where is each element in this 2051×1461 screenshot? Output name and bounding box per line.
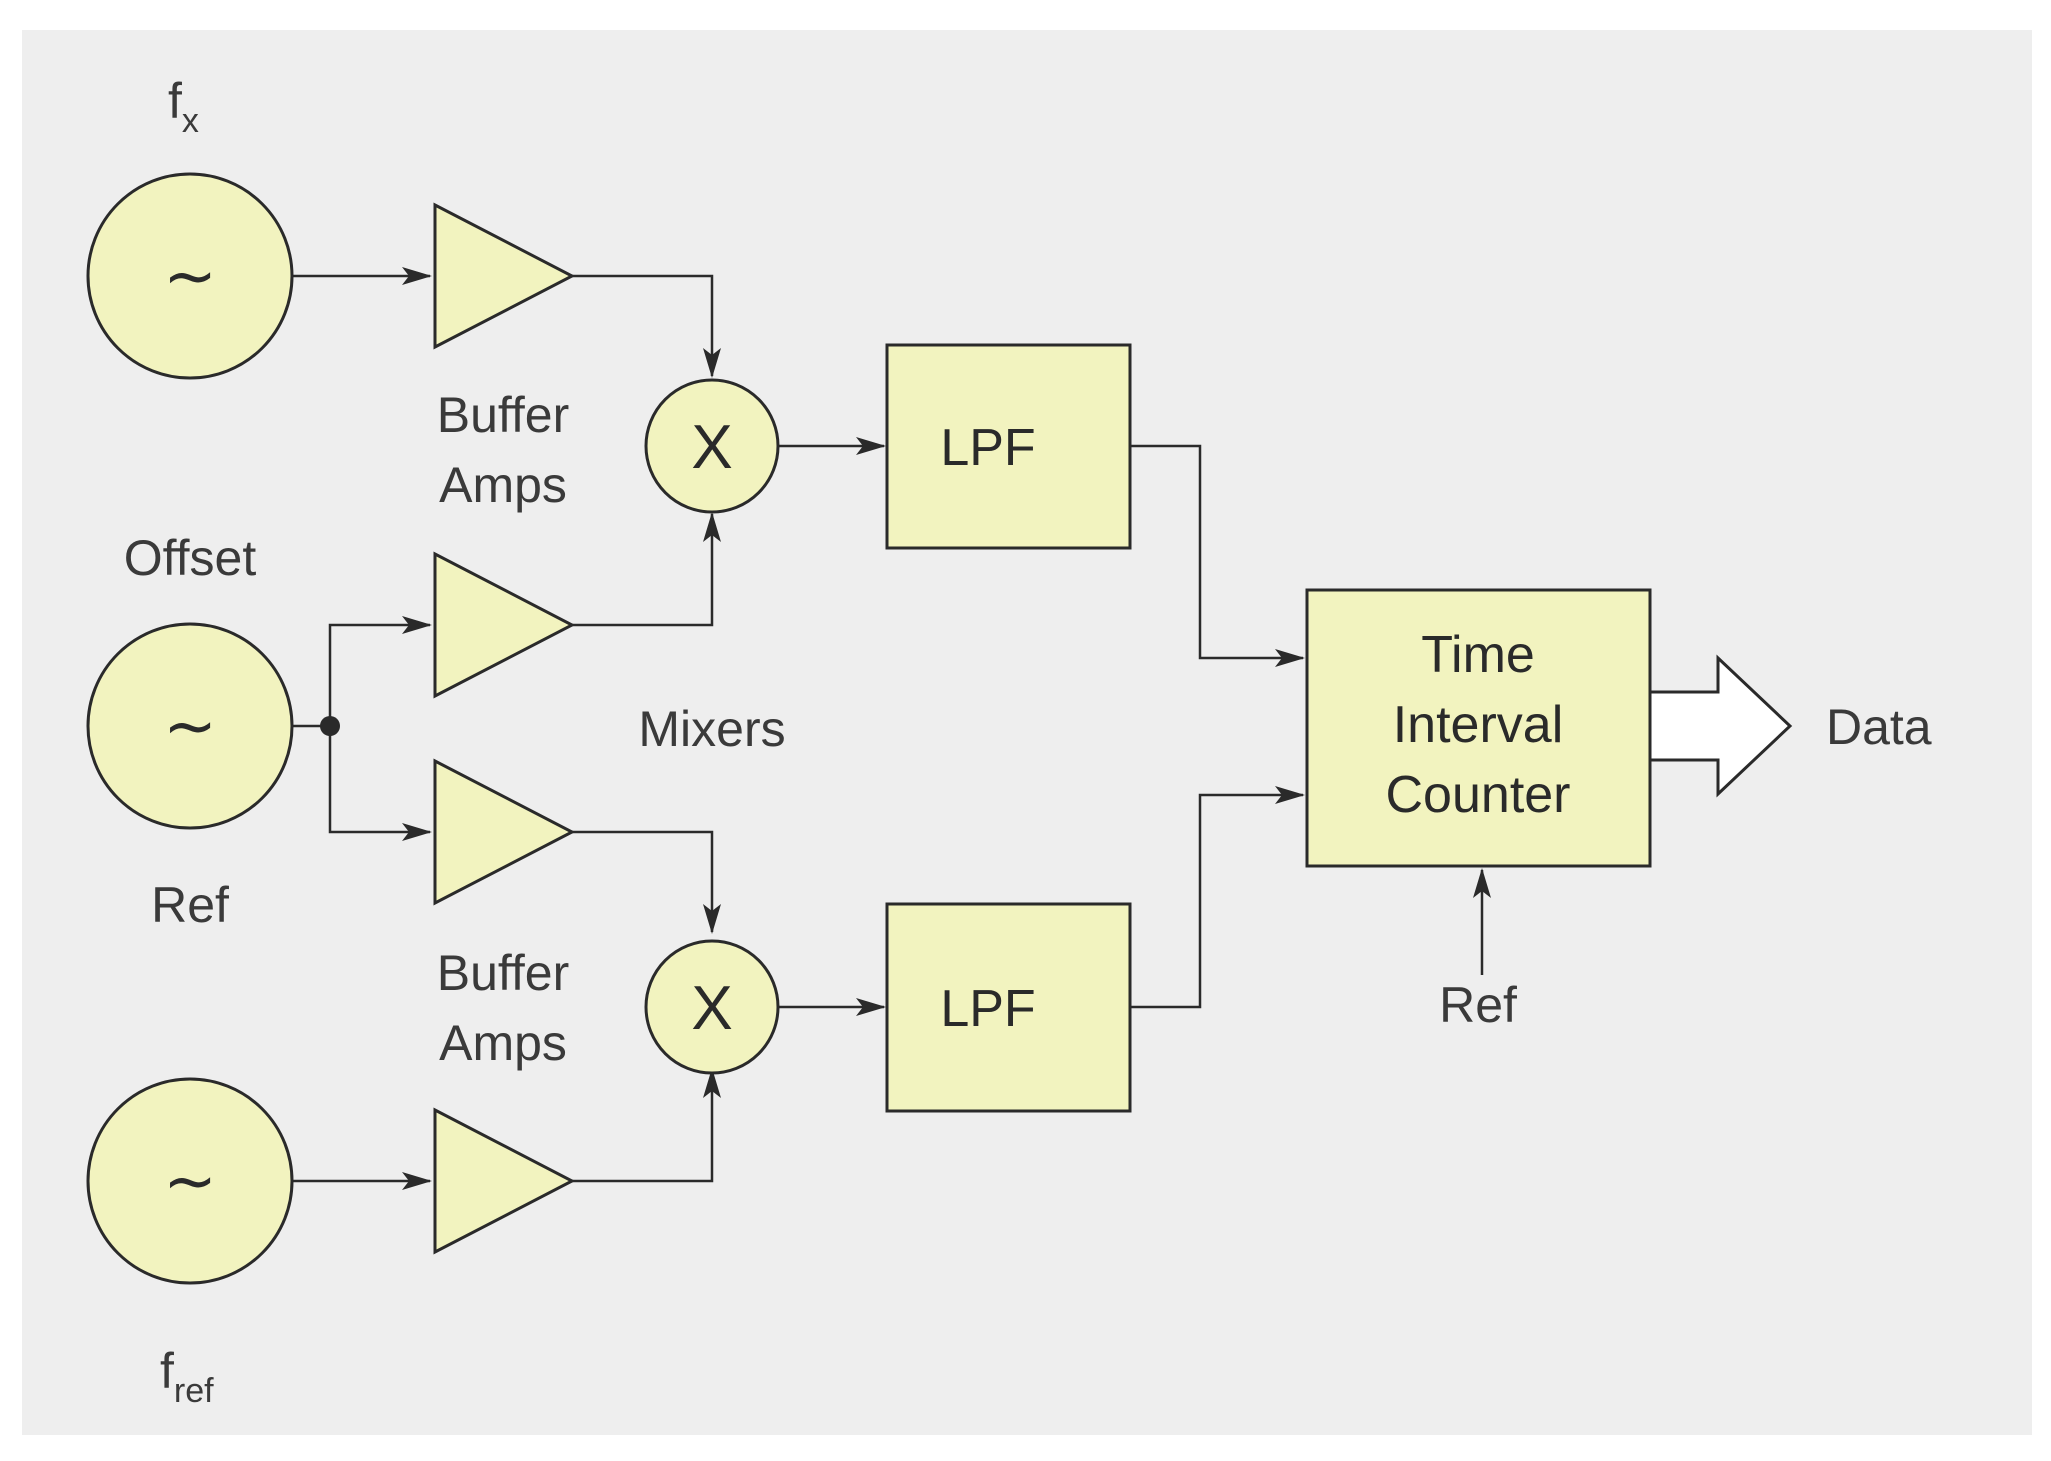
data-output-arrow [1648,654,1793,798]
offset-label: Offset [124,530,257,586]
multiply-icon: X [691,413,732,482]
oscillator-offset-ref: ~ [86,622,294,830]
mixer-top: X [644,378,780,514]
buffer-amp-fref [433,1107,576,1255]
buffer-amp-fx [433,202,576,350]
oscillator-fref-label: fref [160,1343,214,1410]
time-interval-counter: Time Interval Counter [1305,588,1652,868]
buffer-amp-offset-bottom [433,758,576,906]
lpf-top: LPF [885,343,1132,550]
buffer-amps-top-label-line2: Amps [439,457,567,513]
sine-wave-icon: ~ [163,1145,217,1219]
sine-wave-icon: ~ [163,240,217,314]
lpf-bottom: LPF [885,902,1132,1113]
buffer-amps-top-label-line1: Buffer [437,387,570,443]
buffer-amps-bottom-label-line2: Amps [439,1015,567,1071]
counter-label-line1: Time [1421,626,1535,684]
mixer-bottom: X [644,939,780,1075]
oscillator-fx: ~ [86,172,294,380]
signal-wires [293,267,1491,1190]
lpf-top-label: LPF [940,419,1035,477]
counter-label-line3: Counter [1386,766,1571,824]
oscillator-fx-label: fx [168,73,199,140]
data-output-label: Data [1826,699,1932,755]
mixers-label: Mixers [638,701,785,757]
ref-label: Ref [151,877,229,933]
buffer-amps-bottom-label-line1: Buffer [437,945,570,1001]
counter-label-line2: Interval [1393,696,1564,754]
lpf-bottom-label: LPF [940,980,1035,1038]
oscillator-fref: ~ [86,1077,294,1285]
counter-ref-label: Ref [1439,977,1517,1033]
sine-wave-icon: ~ [163,690,217,764]
buffer-amp-offset-top [433,551,576,699]
multiply-icon: X [691,974,732,1043]
